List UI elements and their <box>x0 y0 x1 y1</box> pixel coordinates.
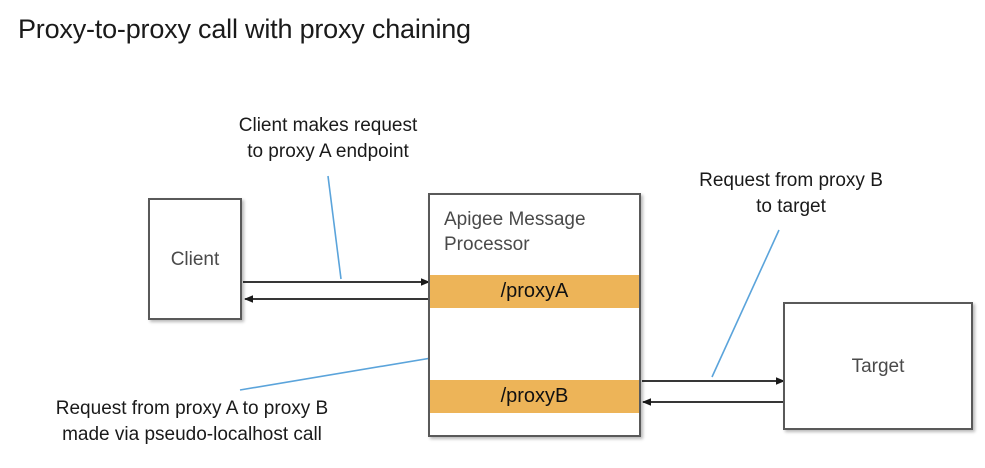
node-target-label: Target <box>851 356 905 377</box>
node-message-processor-title: Apigee Message Processor <box>444 209 586 255</box>
node-message-processor[interactable]: Apigee Message Processor /proxyA /proxyB <box>428 193 641 437</box>
leader-line-client-request <box>327 175 342 280</box>
node-client-label: Client <box>170 249 220 270</box>
callout-proxyb-to-target: Request from proxy B to target <box>699 170 883 217</box>
proxy-band-proxya[interactable]: /proxyA <box>430 275 639 308</box>
node-client[interactable]: Client <box>148 198 242 320</box>
proxy-band-proxyb[interactable]: /proxyB <box>430 380 639 413</box>
page-title: Proxy-to-proxy call with proxy chaining <box>18 14 471 44</box>
leader-line-proxyb-to-target <box>711 229 780 378</box>
node-target[interactable]: Target <box>783 302 973 430</box>
callout-client-request: Client makes request to proxy A endpoint <box>238 115 418 162</box>
callout-proxy-chaining: Request from proxy A to proxy B made via… <box>55 398 329 445</box>
